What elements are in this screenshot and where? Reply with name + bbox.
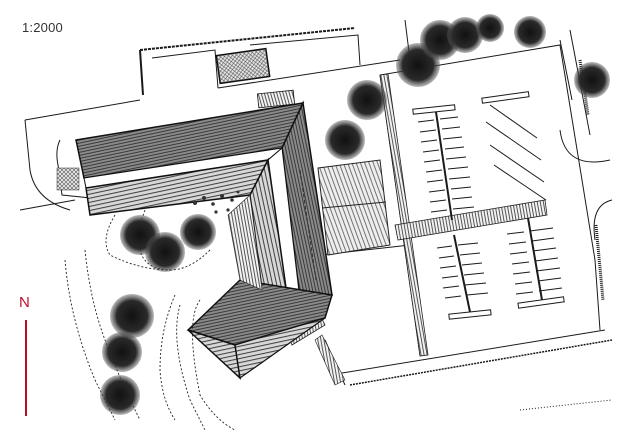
plaza-paving: [279, 73, 548, 386]
parking-lot: [412, 59, 605, 320]
north-arrow-label: N: [19, 294, 30, 311]
north-arrow-icon: [25, 320, 27, 416]
scale-label: 1:2000: [22, 20, 63, 35]
main-building: [75, 100, 333, 381]
annex-building: [215, 47, 271, 85]
trees: [100, 14, 610, 415]
